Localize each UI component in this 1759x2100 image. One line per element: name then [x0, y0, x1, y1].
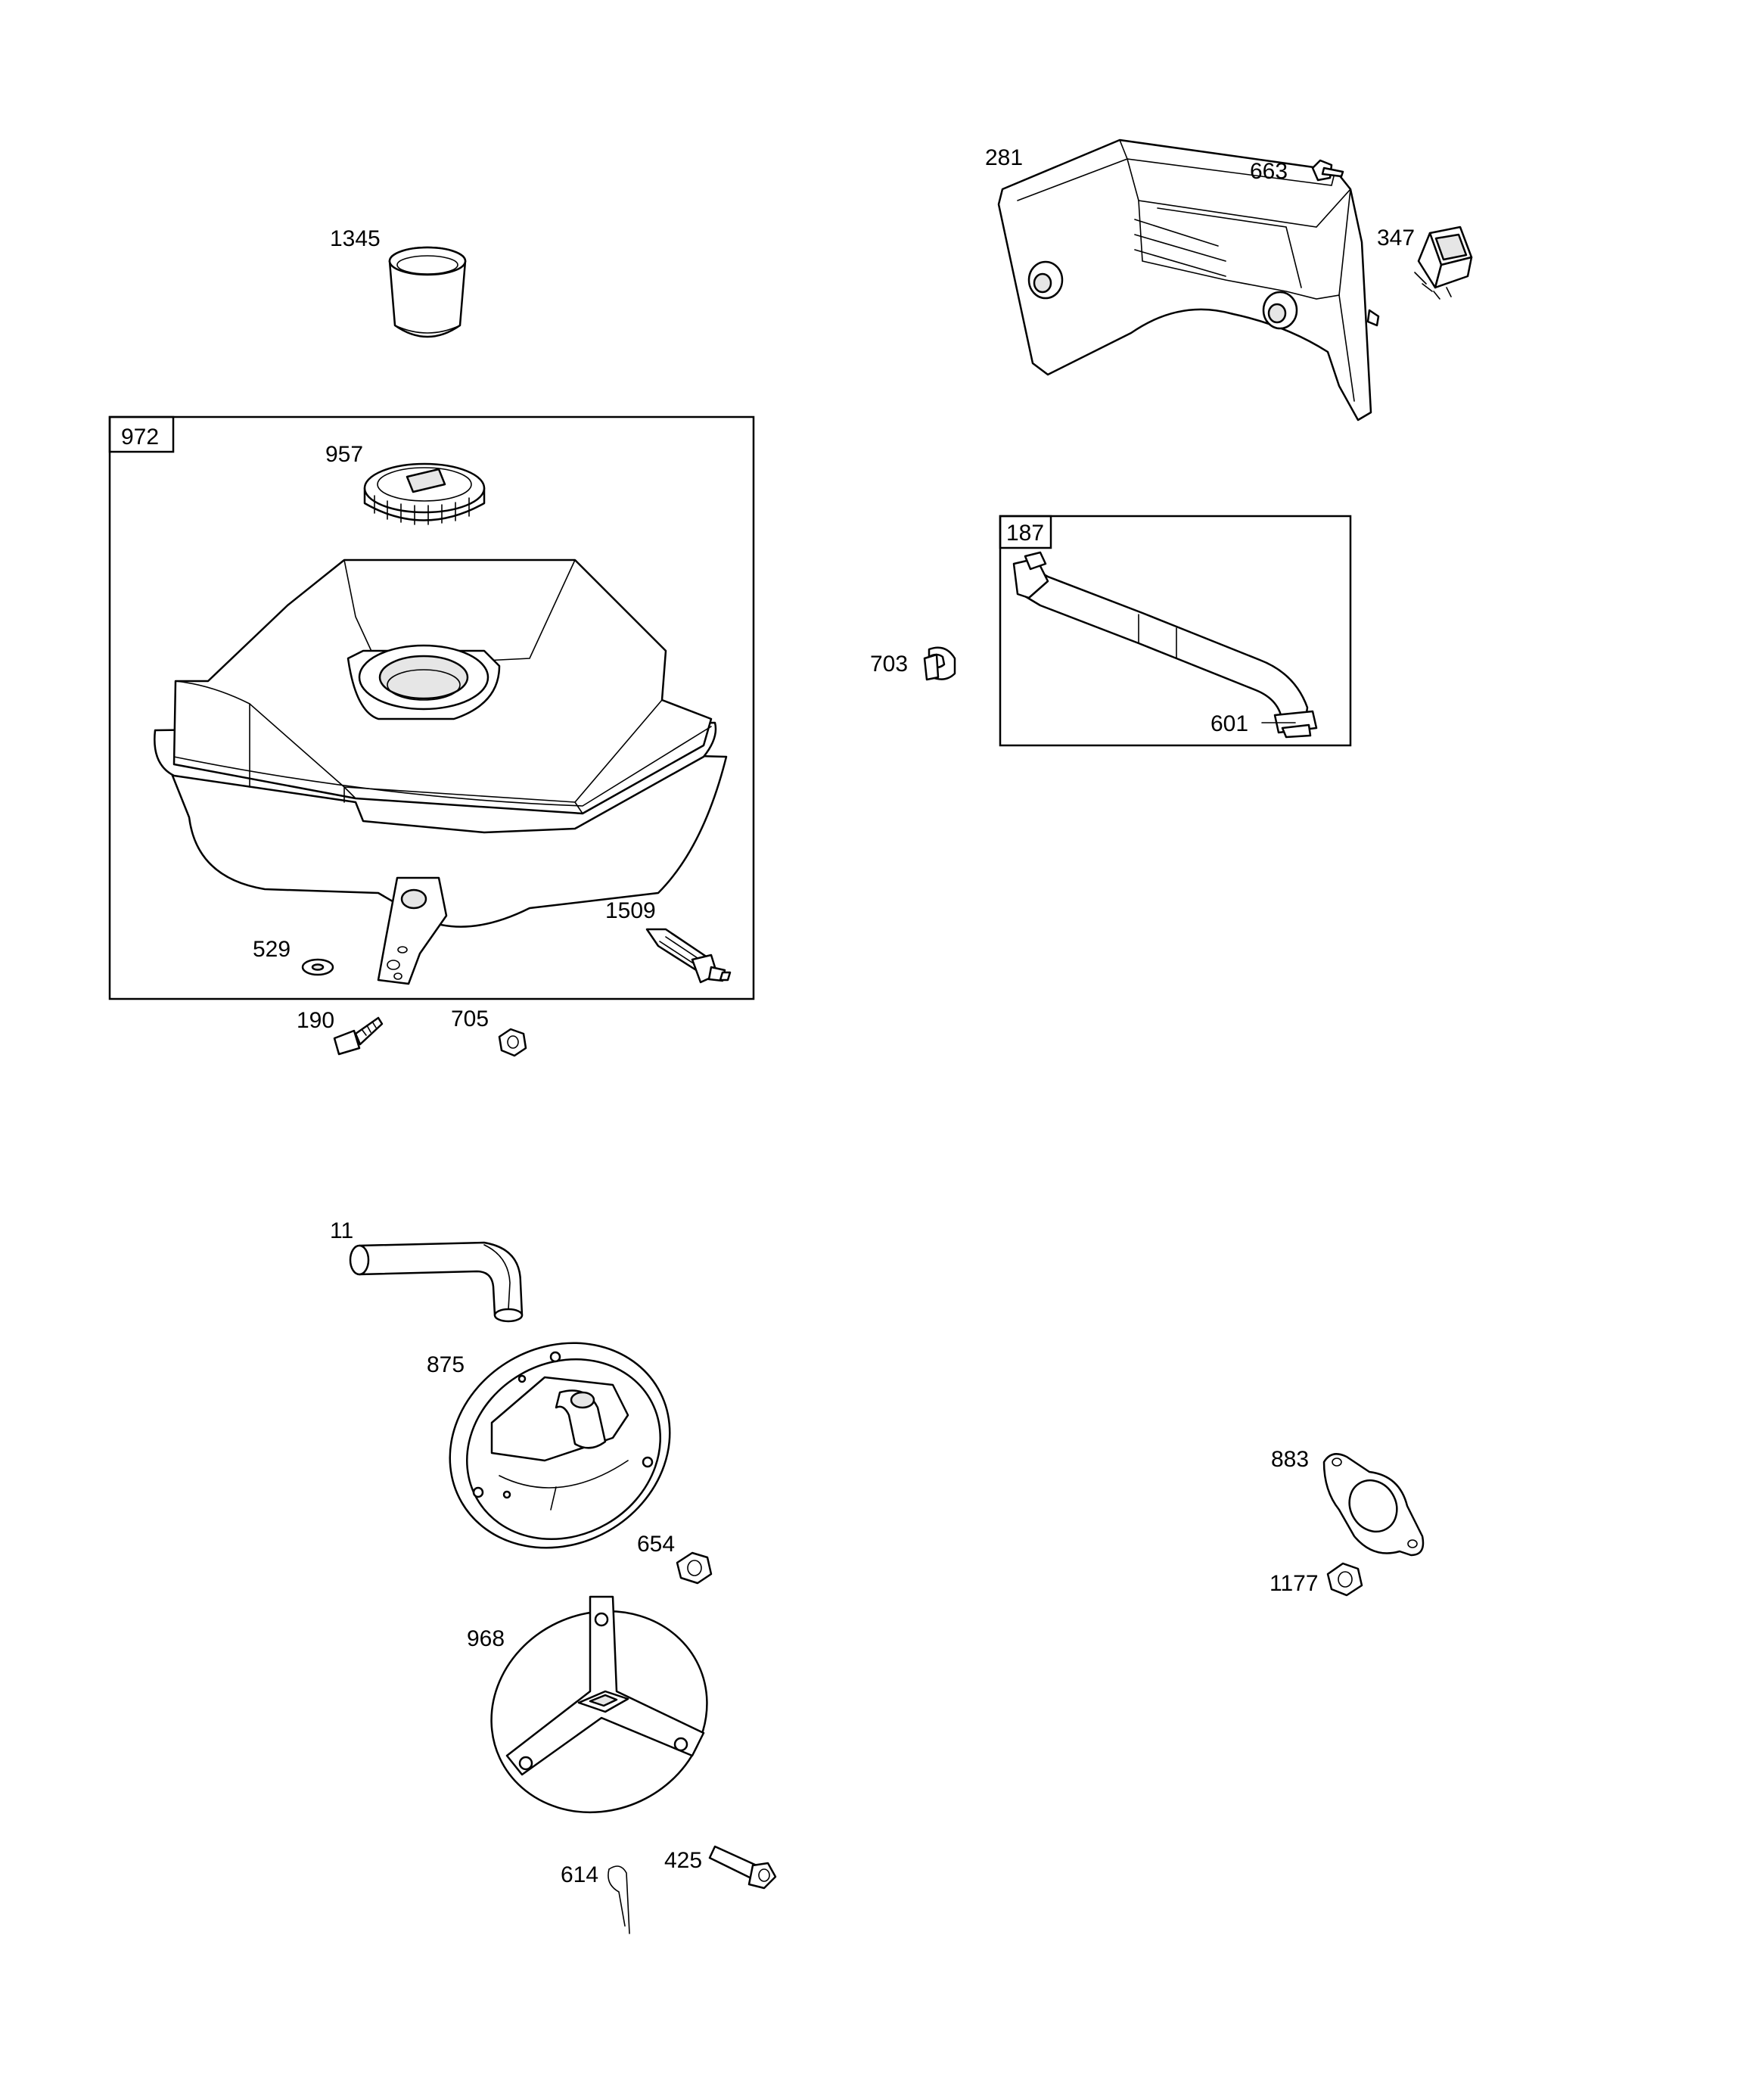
switch-347	[1414, 226, 1473, 300]
bolt-425	[708, 1845, 777, 1890]
callout-654: 654	[637, 1532, 675, 1557]
hairpin-clip-614	[608, 1865, 630, 1934]
muffler-guard-968	[490, 1595, 708, 1814]
screw-663	[1311, 159, 1344, 182]
callout-972: 972	[121, 425, 159, 450]
callout-11: 11	[330, 1218, 353, 1243]
kit-label-box-972	[108, 415, 175, 453]
callout-190: 190	[297, 1008, 334, 1033]
nut-705	[498, 1028, 527, 1057]
callout-1345: 1345	[330, 226, 381, 251]
muffler-875	[449, 1342, 671, 1549]
kit-label-box-187	[999, 515, 1052, 549]
nut-654	[676, 1551, 713, 1585]
callout-968: 968	[467, 1626, 505, 1651]
callout-1177: 1177	[1270, 1571, 1319, 1596]
bolt-190	[333, 1016, 384, 1056]
callout-614: 614	[561, 1862, 598, 1887]
control-bracket-281	[997, 138, 1380, 422]
callout-705: 705	[451, 1006, 489, 1031]
callout-529: 529	[253, 937, 291, 962]
callout-281: 281	[985, 145, 1023, 170]
callout-425: 425	[664, 1848, 702, 1873]
callout-1509: 1509	[605, 898, 656, 923]
nut-1177	[1326, 1562, 1363, 1597]
kit-box-187	[999, 515, 1352, 747]
exhaust-tube-11	[349, 1241, 524, 1323]
callout-703: 703	[870, 652, 908, 677]
clamp-703	[923, 646, 956, 681]
fuel-fitting-1509	[645, 928, 732, 984]
callout-601: 601	[1210, 711, 1248, 736]
kit-box-972	[108, 415, 755, 1000]
gasket-883	[1322, 1453, 1425, 1557]
callout-883: 883	[1271, 1447, 1309, 1472]
callout-957: 957	[325, 442, 363, 467]
callout-347: 347	[1377, 226, 1415, 250]
fuel-strainer-1345	[388, 246, 467, 338]
fuel-line-187	[1012, 551, 1318, 739]
fuel-tank	[154, 558, 728, 985]
callout-875: 875	[427, 1352, 465, 1377]
callout-187: 187	[1006, 521, 1044, 546]
washer-529	[301, 958, 334, 976]
callout-663: 663	[1250, 159, 1288, 184]
fuel-cap-957	[363, 462, 486, 525]
